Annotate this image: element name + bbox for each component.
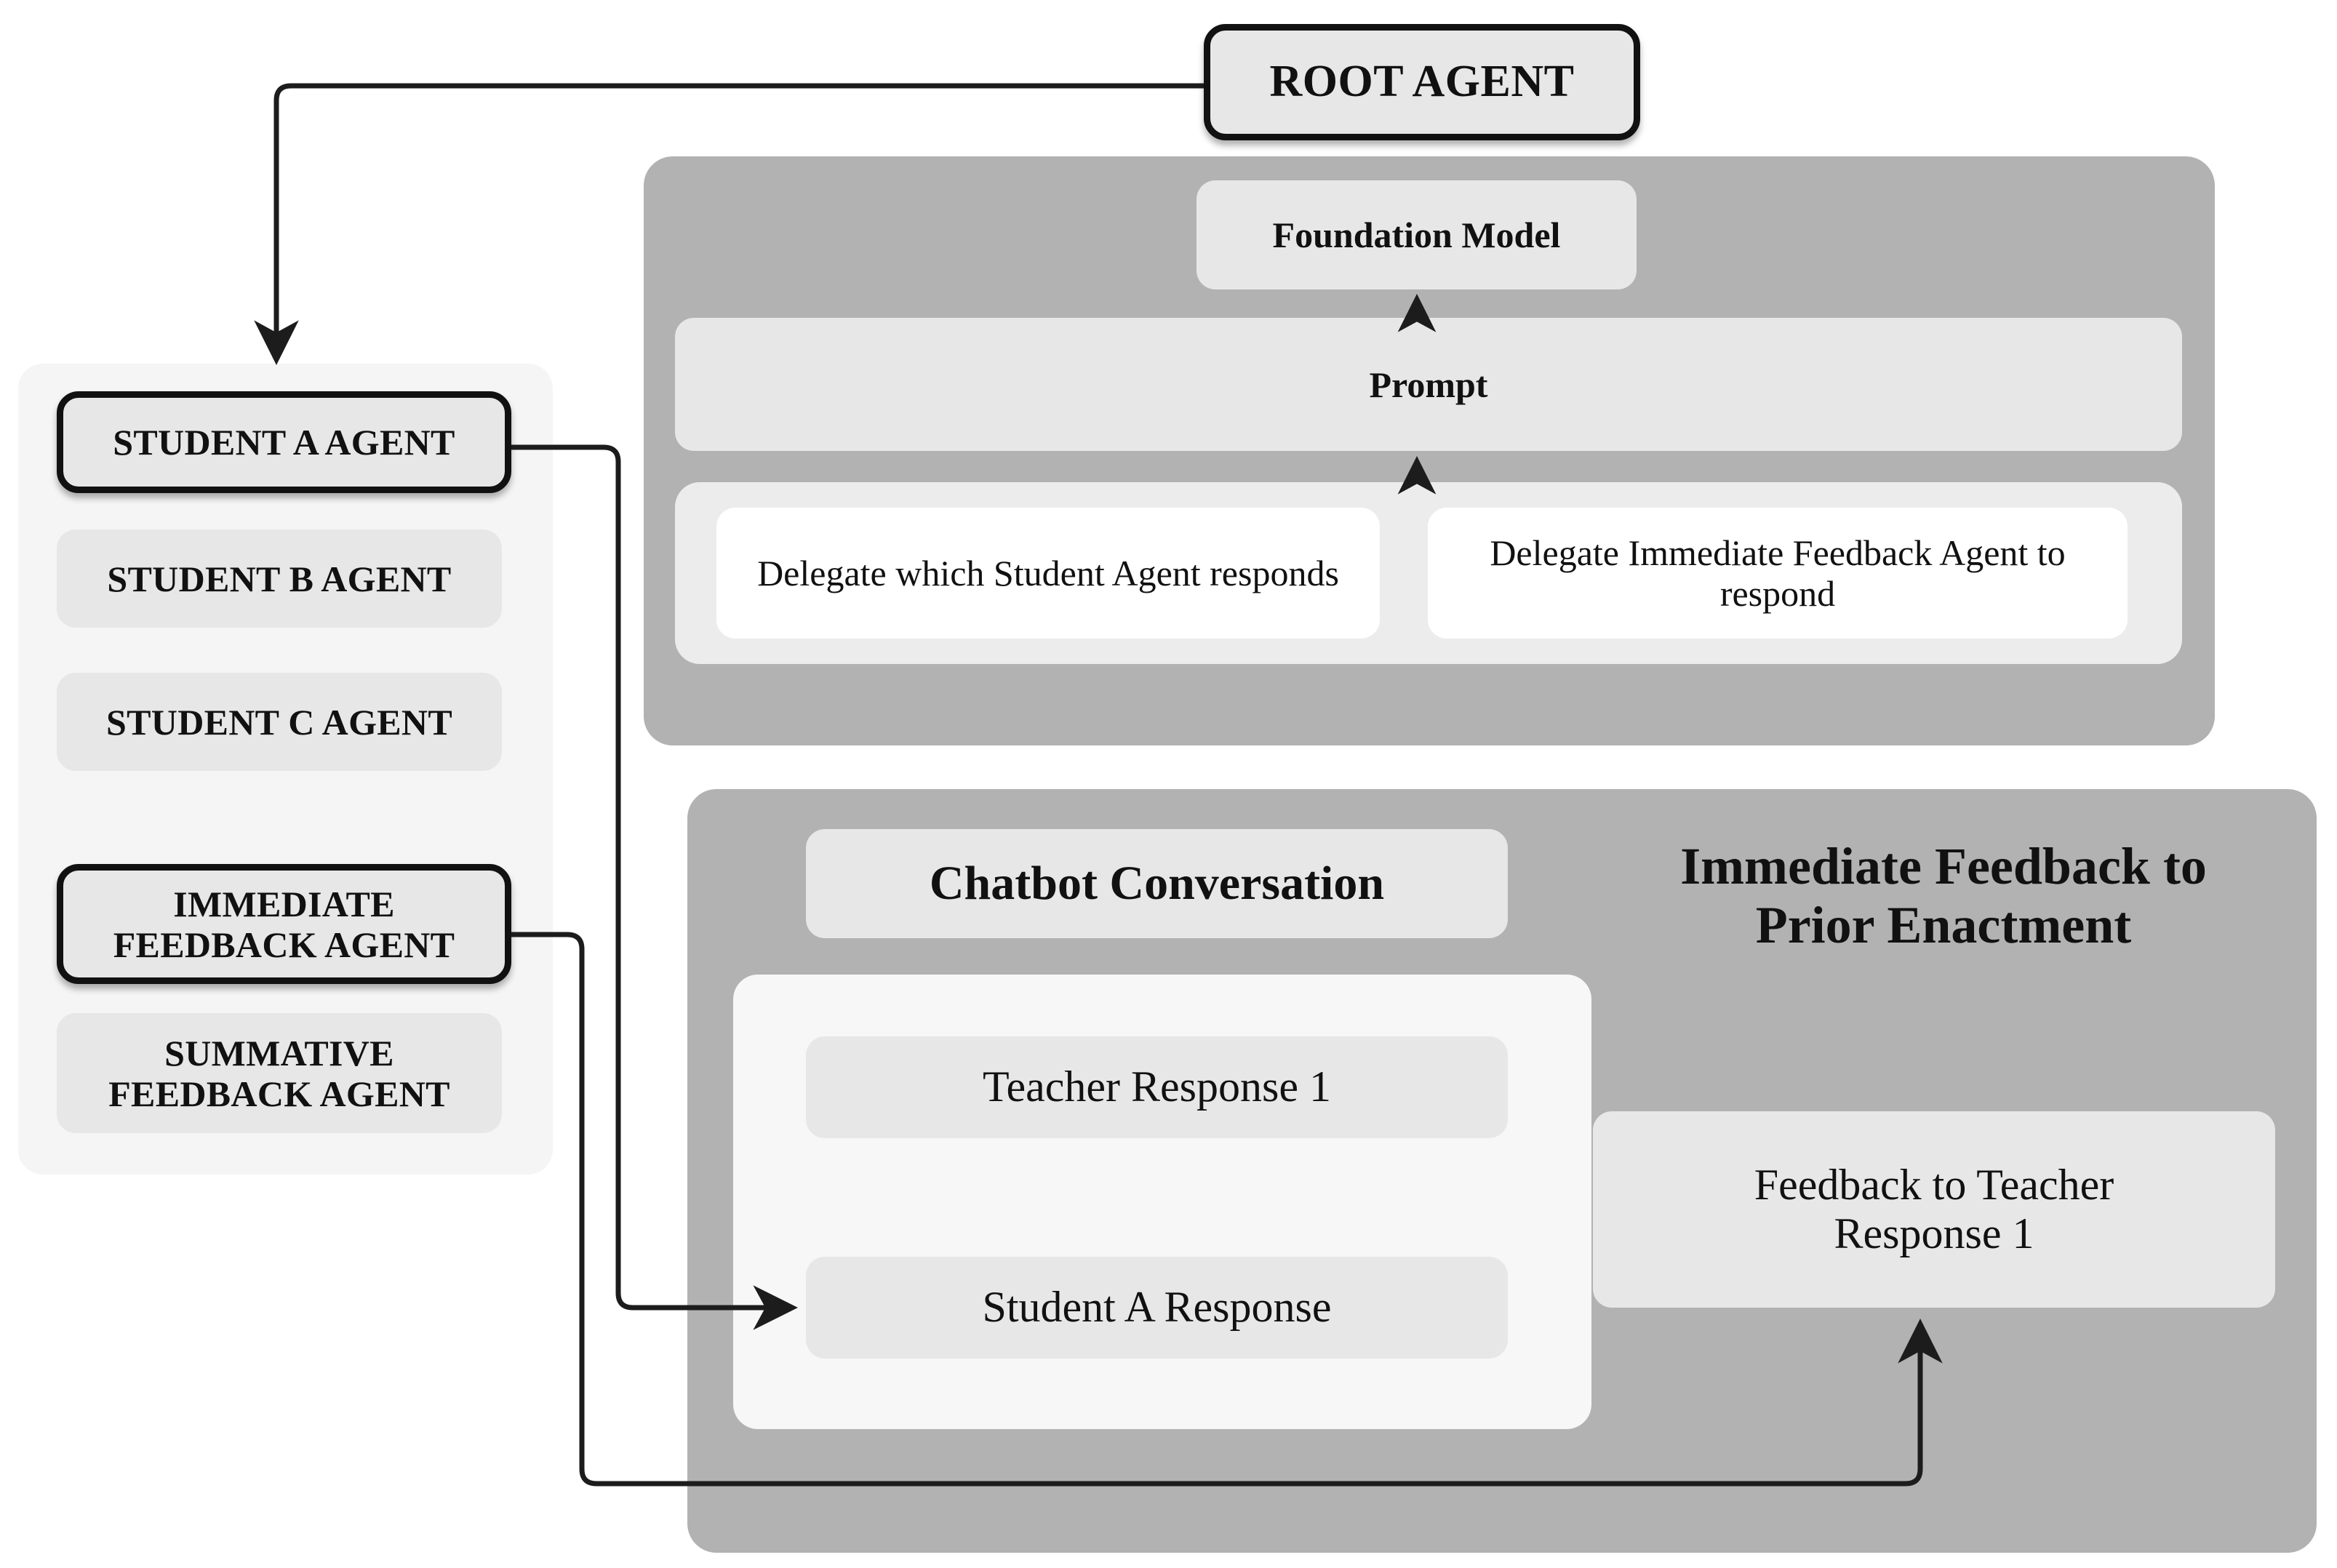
foundation-model-label: Foundation Model — [1272, 215, 1561, 255]
sidebar-item-summative-feedback-agent-line2: FEEDBACK AGENT — [108, 1073, 450, 1114]
delegate-immediate-feedback-box[interactable]: Delegate Immediate Feedback Agent to res… — [1428, 508, 2128, 639]
sidebar-item-student-c-agent-label: STUDENT C AGENT — [106, 701, 452, 743]
foundation-model-box[interactable]: Foundation Model — [1197, 180, 1637, 289]
chatbot-conversation-label: Chatbot Conversation — [929, 857, 1385, 911]
feedback-card-line2: Response 1 — [1834, 1209, 2034, 1257]
message-student-a-response[interactable]: Student A Response — [806, 1257, 1508, 1359]
delegate-student-agent-label: Delegate which Student Agent responds — [757, 553, 1339, 593]
message-teacher-response-1[interactable]: Teacher Response 1 — [806, 1036, 1508, 1138]
sidebar-item-student-a-agent[interactable]: STUDENT A AGENT — [57, 391, 511, 493]
prompt-box[interactable]: Prompt — [675, 318, 2182, 451]
feedback-card-line1: Feedback to Teacher — [1754, 1160, 2114, 1209]
sidebar-item-student-b-agent-label: STUDENT B AGENT — [107, 558, 452, 599]
chatbot-conversation-header: Chatbot Conversation — [806, 829, 1508, 938]
root-agent-label: ROOT AGENT — [1269, 57, 1575, 107]
sidebar-item-summative-feedback-agent-line1: SUMMATIVE — [164, 1032, 394, 1073]
sidebar-item-immediate-feedback-agent-line2: FEEDBACK AGENT — [113, 924, 455, 965]
feedback-to-teacher-response-card[interactable]: Feedback to Teacher Response 1 — [1593, 1111, 2275, 1308]
immediate-feedback-header-line1: Immediate Feedback to — [1680, 837, 2207, 896]
sidebar-item-student-c-agent[interactable]: STUDENT C AGENT — [57, 673, 502, 771]
immediate-feedback-header-line2: Prior Enactment — [1755, 896, 2132, 954]
message-teacher-response-1-label: Teacher Response 1 — [983, 1063, 1331, 1111]
sidebar-item-summative-feedback-agent[interactable]: SUMMATIVE FEEDBACK AGENT — [57, 1013, 502, 1133]
sidebar-item-immediate-feedback-agent-line1: IMMEDIATE — [173, 883, 395, 924]
sidebar-item-student-b-agent[interactable]: STUDENT B AGENT — [57, 529, 502, 628]
delegate-immediate-feedback-label: Delegate Immediate Feedback Agent to res… — [1490, 532, 2066, 614]
sidebar-item-immediate-feedback-agent[interactable]: IMMEDIATE FEEDBACK AGENT — [57, 864, 511, 984]
delegate-student-agent-box[interactable]: Delegate which Student Agent responds — [716, 508, 1380, 639]
sidebar-item-student-a-agent-label: STUDENT A AGENT — [113, 422, 455, 463]
message-student-a-response-label: Student A Response — [982, 1283, 1332, 1332]
prompt-label: Prompt — [1369, 364, 1488, 405]
immediate-feedback-header: Immediate Feedback to Prior Enactment — [1594, 816, 2293, 976]
root-agent-box[interactable]: ROOT AGENT — [1204, 24, 1640, 140]
